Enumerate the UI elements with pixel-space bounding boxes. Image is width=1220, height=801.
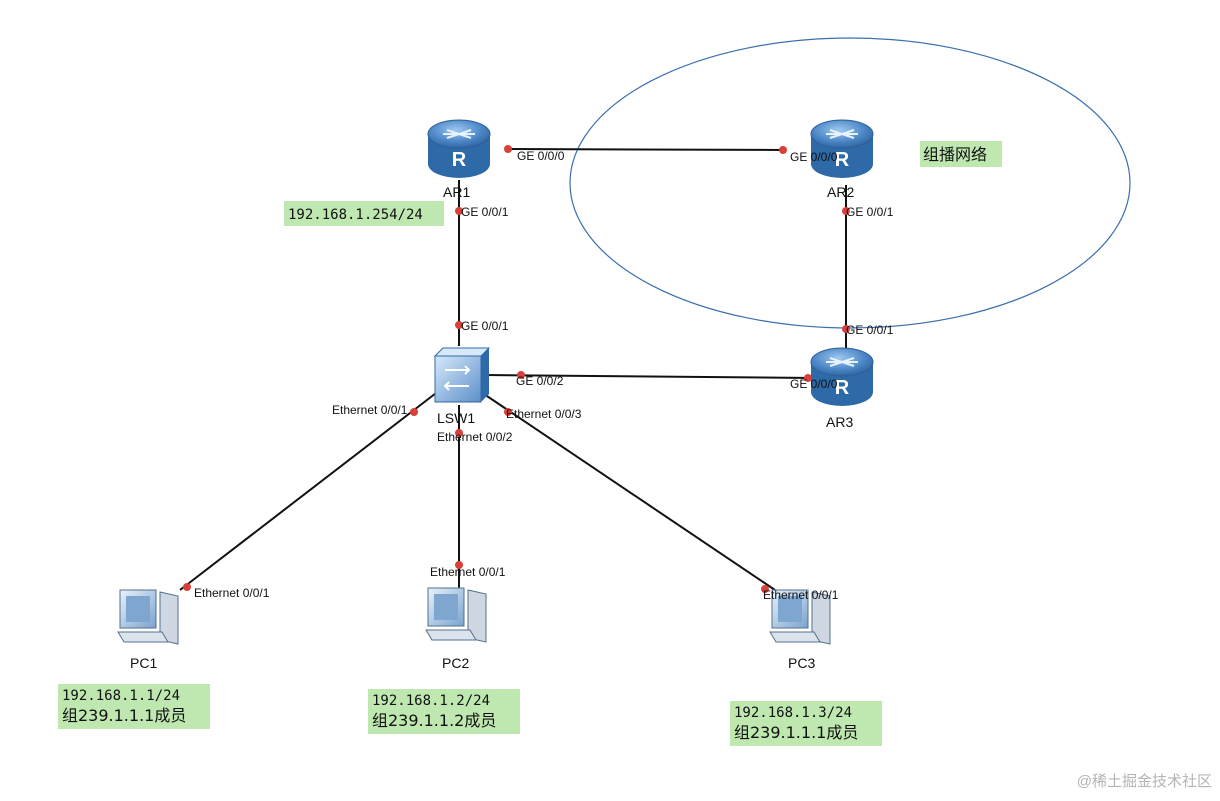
links [179, 148, 847, 591]
port-label: Ethernet 0/0/1 [763, 588, 839, 602]
svg-text:R: R [452, 149, 467, 171]
device-label-ar1: AR1 [443, 184, 470, 200]
note-background [368, 689, 520, 734]
pc2-group-note: 组239.1.1.2成员 [372, 711, 496, 730]
pc1-group-note: 组239.1.1.1成员 [62, 706, 186, 725]
port-label: GE 0/0/1 [461, 205, 509, 219]
port-label: GE 0/0/2 [516, 374, 564, 388]
device-label-pc3: PC3 [788, 655, 815, 671]
svg-text:R: R [835, 149, 850, 171]
port-label: GE 0/0/0 [790, 377, 838, 391]
port-dot [761, 585, 769, 593]
pc2-ip-note: 192.168.1.2/24 [372, 693, 490, 709]
link-lsw1-pc1 [179, 389, 441, 591]
port-label: GE 0/0/1 [461, 319, 509, 333]
port-label: Ethernet 0/0/3 [506, 407, 582, 421]
port-label: GE 0/0/0 [517, 149, 565, 163]
port-dot [842, 207, 850, 215]
router-icon: R [427, 119, 491, 178]
port-dot [804, 374, 812, 382]
port-dot [842, 325, 850, 333]
port-dot [455, 321, 463, 329]
port-label: Ethernet 0/0/1 [194, 586, 270, 600]
device-label-ar3: AR3 [826, 414, 853, 430]
link-lsw1-ar3 [484, 374, 816, 379]
port-label: GE 0/0/0 [790, 150, 838, 164]
port-label: Ethernet 0/0/2 [437, 430, 513, 444]
pc1-ip-note: 192.168.1.1/24 [62, 688, 180, 704]
router-icon: R [810, 119, 874, 178]
watermark: @稀土掘金技术社区 [1077, 773, 1212, 790]
port-dot [504, 408, 512, 416]
multicast-network-label: 组播网络 [923, 145, 987, 164]
port-dot [183, 583, 191, 591]
multicast-network-boundary [569, 37, 1131, 329]
svg-text:R: R [835, 377, 850, 399]
note-background [920, 141, 1002, 167]
port-dot [517, 371, 525, 379]
pc-icon [769, 589, 831, 645]
link-ar1-ar2 [507, 148, 784, 151]
pc-icon [117, 589, 179, 645]
port-dot [455, 207, 463, 215]
port-dot [504, 145, 512, 153]
port-dots [183, 145, 850, 593]
port-dot [455, 429, 463, 437]
pc3-group-note: 组239.1.1.1成员 [734, 723, 858, 742]
router-icon: R [810, 347, 874, 406]
pc-icon [425, 587, 487, 643]
note-background [730, 701, 882, 746]
device-label-pc1: PC1 [130, 655, 157, 671]
port-dot [410, 408, 418, 416]
port-label: GE 0/0/1 [846, 323, 894, 337]
device-label-lsw1: LSW1 [437, 410, 475, 426]
device-label-pc2: PC2 [442, 655, 469, 671]
note-background [284, 201, 444, 226]
port-label: Ethernet 0/0/1 [332, 403, 408, 417]
pc3-ip-note: 192.168.1.3/24 [734, 705, 852, 721]
port-dot [455, 561, 463, 569]
ar1-ip-note: 192.168.1.254/24 [288, 207, 423, 223]
switch-icon [433, 347, 491, 403]
port-label: GE 0/0/1 [846, 205, 894, 219]
note-background [58, 684, 210, 729]
link-lsw1-pc3 [477, 389, 776, 591]
device-label-ar2: AR2 [827, 184, 854, 200]
port-dot [779, 146, 787, 154]
port-label: Ethernet 0/0/1 [430, 565, 506, 579]
